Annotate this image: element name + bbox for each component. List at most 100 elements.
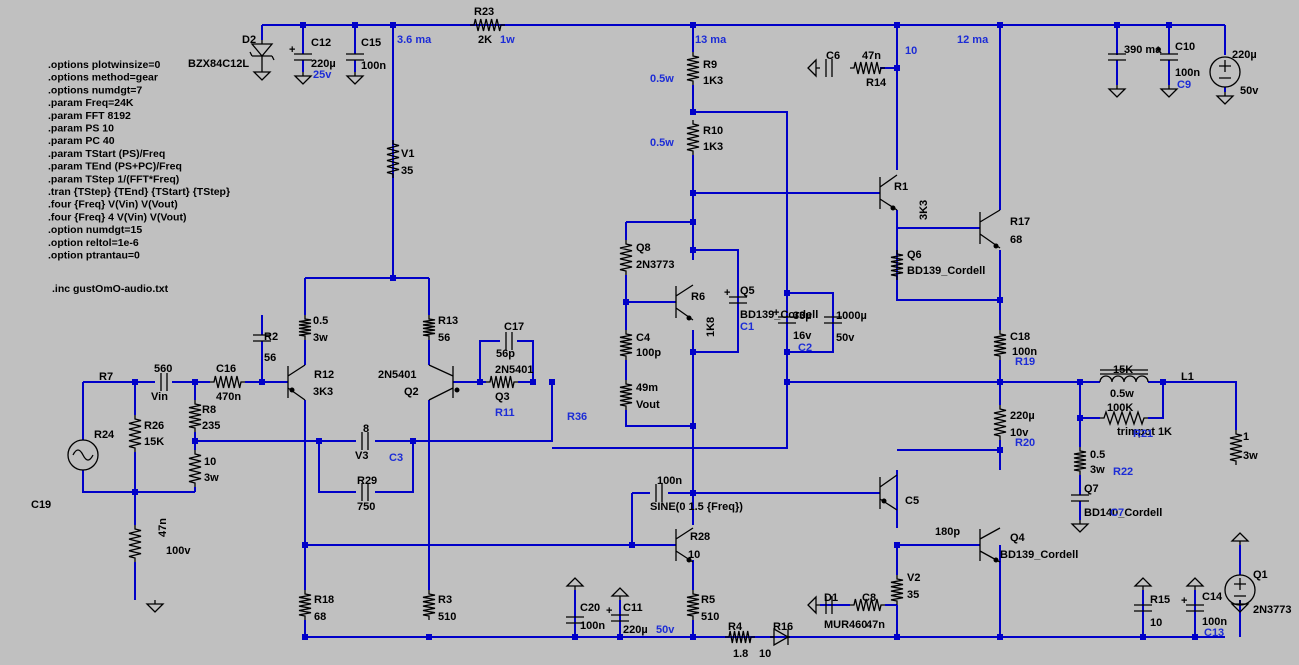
component-label: R5 <box>701 594 715 606</box>
resistor-r20 <box>993 405 1007 440</box>
component-label: C7 <box>1110 507 1124 519</box>
junction-dot <box>316 438 322 444</box>
component-label: D1 <box>824 592 838 604</box>
component-label: R3 <box>438 594 452 606</box>
capacitor-c6 <box>825 59 833 77</box>
capacitor-c7 <box>1071 494 1089 502</box>
component-label: 510 <box>701 611 719 623</box>
capacitor-c12 <box>294 53 312 61</box>
zener-diode-d2 <box>249 40 275 68</box>
wire-segment <box>692 25 880 382</box>
resistor-r18 <box>890 575 904 605</box>
component-label: Q3 <box>495 391 510 403</box>
resistor-r23 <box>470 18 505 32</box>
labels: .options plotwinsize=0.options method=ge… <box>31 6 1292 660</box>
component-label: 1K8 <box>705 317 717 337</box>
spice-directive-line: .option numdgt=15 <box>48 224 142 236</box>
transistor-q8 <box>979 209 1001 249</box>
junction-dot <box>132 489 138 495</box>
component-label: R14 <box>866 77 887 89</box>
resistor-r9 <box>686 52 700 85</box>
component-label: 16v <box>793 330 812 342</box>
component-label: R6 <box>691 291 705 303</box>
junction-dot <box>623 299 629 305</box>
component-label: R20 <box>1015 437 1035 449</box>
voltage-source-polarity <box>1219 60 1231 79</box>
component-label: 3w <box>1243 450 1258 462</box>
wire-segment <box>787 360 1080 470</box>
component-label: R8 <box>202 404 216 416</box>
capacitor-c3 <box>361 432 369 450</box>
component-label: 220µ <box>1010 410 1035 422</box>
resistor-r24 <box>1229 430 1243 465</box>
component-label: 0.5 <box>1090 449 1105 461</box>
component-label: 100K <box>1107 402 1133 414</box>
component-label: Q6 <box>907 249 922 261</box>
component-label: Q1 <box>1253 569 1268 581</box>
junction-dot <box>894 22 900 28</box>
wire-segment <box>896 210 1001 330</box>
component-label: C1 <box>740 321 754 333</box>
resistor-r7 <box>619 330 633 360</box>
ground-symbol <box>293 72 313 85</box>
component-label: 560 <box>154 363 172 375</box>
ground-v2 <box>1230 600 1250 613</box>
resistor-r10 <box>686 120 700 155</box>
voltage-source-v2 <box>1224 574 1256 606</box>
component-label: 2N3773 <box>636 259 675 271</box>
component-label: R11 <box>495 407 515 419</box>
ground-zener <box>252 68 272 81</box>
spice-directive-line: .tran {TStep} {TEnd} {TStart} {TStep} <box>48 186 230 198</box>
wire-segment <box>692 560 897 638</box>
component-label: 10 <box>759 648 771 660</box>
component-label: 49m <box>636 382 658 394</box>
junction-dot <box>784 379 790 385</box>
ground-symbol <box>565 577 585 590</box>
spice-directive-line: .four {Freq} 4 V(Vin) V(Vout) <box>48 211 186 223</box>
spice-directive-line: .param PC 40 <box>48 135 115 147</box>
capacitor-c4 <box>505 332 513 350</box>
ground-symbol <box>1159 85 1179 98</box>
junction-dot <box>690 22 696 28</box>
component-label: 68 <box>314 611 326 623</box>
junction-dot <box>629 542 635 548</box>
component-label: 56p <box>496 348 515 360</box>
component-label: R28 <box>690 531 710 543</box>
capacitor-c19 <box>361 483 369 501</box>
junction-dot <box>259 379 265 385</box>
junction-dot <box>302 542 308 548</box>
component-label: 1w <box>500 34 515 46</box>
component-label: 100n <box>580 620 605 632</box>
component-label: Vout <box>636 399 660 411</box>
ground-symbol <box>1185 577 1205 590</box>
capacitor-polarity-mark: + <box>1155 44 1161 56</box>
component-label: 100n <box>1012 346 1037 358</box>
capacitor-c2 <box>778 316 796 324</box>
junction-dot <box>530 379 536 385</box>
junction-dot <box>690 423 696 429</box>
spice-directive-line: .options plotwinsize=0 <box>48 59 160 71</box>
component-label: R22 <box>1113 466 1133 478</box>
component-label: 50v <box>656 624 675 636</box>
component-label: BD140_Cordell <box>1084 507 1162 519</box>
capacitor-leads <box>261 42 1196 637</box>
capacitor-c16 <box>160 373 168 391</box>
transistor-arrow <box>881 498 887 504</box>
component-label: Q5 <box>740 285 755 297</box>
ground-symbol <box>345 72 365 85</box>
component-label: 68 <box>1010 234 1022 246</box>
capacitor-c15 <box>346 53 364 61</box>
component-label: 0.5w <box>1110 388 1134 400</box>
junction-dot <box>1077 379 1083 385</box>
transistor-q7 <box>879 474 898 511</box>
component-label: R9 <box>703 59 717 71</box>
spice-directive-line: .param TEnd (PS+PC)/Freq <box>48 161 182 173</box>
component-label: C17 <box>504 321 524 333</box>
wire-segment <box>552 382 788 449</box>
wire-segment <box>82 381 195 600</box>
transistor-arrow <box>686 315 692 321</box>
wire-segment <box>1080 382 1164 419</box>
component-label: BD139_Cordell <box>740 309 818 321</box>
component-label: 100n <box>1202 616 1227 628</box>
capacitor-c13 <box>1186 604 1204 612</box>
